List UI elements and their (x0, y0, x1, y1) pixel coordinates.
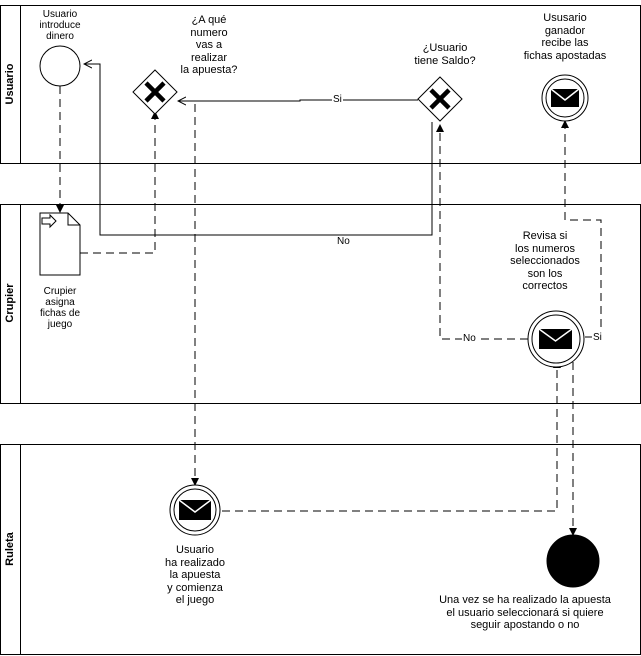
envelope-icon (550, 88, 580, 107)
label-usuario-ganador: Ususario ganador recibe las fichas apost… (523, 12, 607, 62)
lane-title-ruleta: Ruleta (4, 532, 16, 566)
end-event[interactable] (546, 534, 600, 588)
event-usuario-ganador[interactable] (541, 74, 589, 122)
flow-ruleta-to-revisa (222, 360, 561, 512)
flow-no-saldo (84, 64, 433, 236)
flow-no-revisa (436, 124, 528, 340)
label-crupier-asigna: Crupier asigna fichas de juego (39, 286, 81, 330)
flow-si-saldo (178, 100, 418, 101)
envelope-icon (178, 499, 212, 520)
lane-title-usuario: Usuario (4, 63, 16, 105)
lane-ruleta (0, 444, 641, 655)
flow-si-revisa (561, 120, 602, 338)
x-icon (429, 88, 451, 110)
label-usuario-introduce: Usuario introduce dinero (39, 9, 81, 42)
event-usuario-realizado[interactable] (169, 484, 221, 536)
label-a-que-numero: ¿A qué numero vas a realizar la apuesta? (180, 14, 238, 76)
edge-label-no-revisa: No (462, 333, 477, 344)
edge-label-no-saldo: No (336, 236, 351, 247)
start-event[interactable] (39, 45, 81, 87)
label-revisa: Revisa si los numeros seleccionados son … (510, 230, 580, 292)
lane-title-crupier: Crupier (4, 283, 16, 323)
label-tiene-saldo: ¿Usuario tiene Saldo? (414, 42, 476, 67)
label-fin: Una vez se ha realizado la apuesta el us… (439, 594, 611, 631)
edge-label-si-saldo: Si (332, 94, 343, 105)
task-crupier-asigna[interactable] (39, 212, 81, 276)
gateway-tiene-saldo[interactable] (417, 76, 463, 122)
event-revisa[interactable] (527, 310, 585, 368)
x-icon (144, 81, 166, 103)
document-icon (41, 213, 57, 229)
label-usuario-realizado: Usuario ha realizado la apuesta y comien… (165, 544, 225, 606)
edge-label-si-revisa: Si (592, 332, 603, 343)
gateway-a-que-numero[interactable] (132, 69, 178, 115)
lane-usuario (0, 5, 641, 164)
envelope-icon (538, 328, 573, 349)
lane-crupier (0, 204, 641, 404)
flow-task-to-gateway1 (80, 111, 159, 254)
